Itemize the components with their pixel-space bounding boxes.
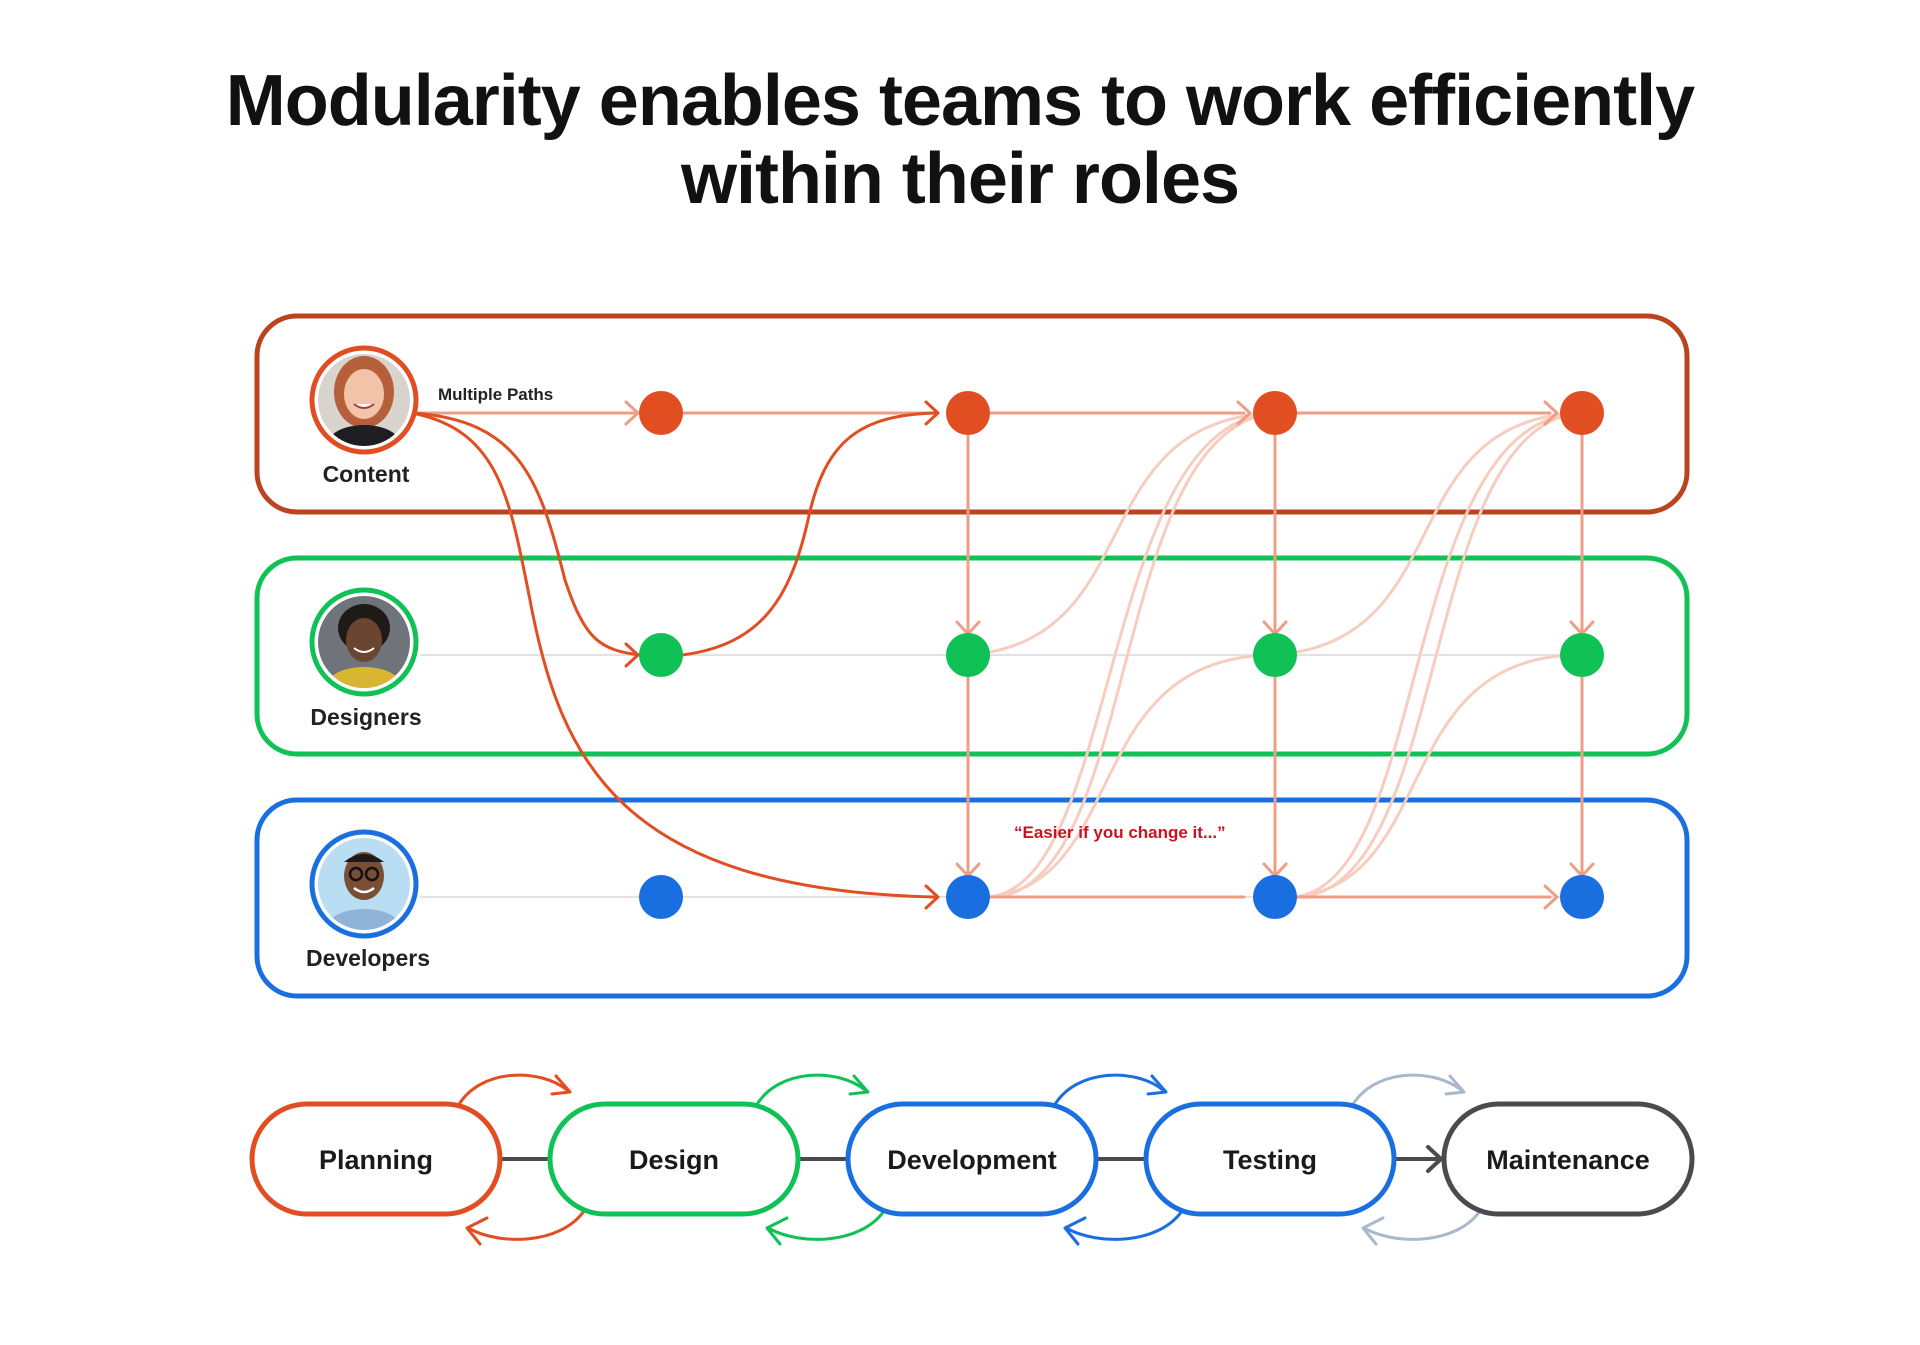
node-content [639,391,683,435]
strong-path [410,411,937,899]
node-content [1560,391,1604,435]
stage-label-design: Design [629,1145,719,1175]
lane-box-developers [254,797,1690,999]
connector-arrowhead [1426,1145,1443,1173]
strong-path [680,411,938,657]
loop-development-back-head [1063,1216,1087,1246]
strong-path [410,411,642,657]
title-line-1: Modularity enables teams to work efficie… [225,61,1695,141]
loop-planning-forward-head [550,1074,572,1096]
node-developers [1560,875,1604,919]
loop-development-back [1066,1209,1184,1241]
loop-testing-forward [1350,1073,1463,1108]
stage-maintenance: Maintenance [1441,1101,1695,1217]
loop-development-forward-head [1146,1074,1168,1096]
title-line-2: within their roles [680,139,1240,219]
arrowhead [924,400,940,426]
faint-paths [966,411,1577,899]
arrowhead [1543,400,1559,426]
node-designers [946,633,990,677]
arrowhead [1543,884,1559,910]
node-developers [946,875,990,919]
stage-label-testing: Testing [1223,1145,1317,1175]
faint-path [988,411,1272,899]
multiple-paths [410,411,938,899]
loop-design-forward [754,1073,867,1108]
page-title: Modularity enables teams to work efficie… [0,62,1920,218]
faint-path [1293,411,1577,899]
stage-label-development: Development [887,1145,1057,1175]
avatar-content [309,345,419,455]
developers-nodes [639,875,1604,919]
stage-development: Development [845,1101,1099,1217]
stage-connectors [500,1145,1443,1173]
loop-planning-back [468,1209,586,1241]
avatar-designers [309,587,419,697]
arrowhead [924,884,940,910]
loop-testing-back [1364,1209,1482,1241]
lane-label-developers: Developers [306,945,430,971]
loop-planning-back-head [465,1216,489,1246]
stage-label-planning: Planning [319,1145,433,1175]
faint-path [1303,411,1577,899]
quote-label: “Easier if you change it...” [1014,823,1226,842]
node-designers [639,633,683,677]
loop-planning-forward [456,1073,569,1108]
node-content [1253,391,1297,435]
arrowhead [1236,400,1252,426]
arrowhead [624,400,640,426]
lane-box-content [254,313,1690,515]
node-content [946,391,990,435]
designers-nodes [639,633,1604,677]
node-designers [1253,633,1297,677]
stage-label-maintenance: Maintenance [1486,1145,1650,1175]
stage-loops [456,1073,1482,1246]
lane-label-designers: Designers [310,704,421,730]
lane-box-designers [254,555,1690,757]
node-designers [1560,633,1604,677]
loop-design-forward-head [848,1074,870,1096]
stage-design: Design [547,1101,801,1217]
faint-path [966,411,1272,657]
node-developers [639,875,683,919]
faint-path [998,411,1272,899]
stage-planning: Planning [249,1101,503,1217]
loop-testing-back-head [1361,1216,1385,1246]
node-developers [1253,875,1297,919]
faint-path [988,653,1272,899]
lane-label-content: Content [323,461,410,487]
loop-design-back-head [765,1216,789,1246]
faint-path [1293,653,1577,899]
multiple-paths-arrowheads [624,400,940,910]
multiple-paths-label: Multiple Paths [438,385,553,404]
loop-design-back [768,1209,886,1241]
arrowhead [624,642,640,668]
avatar-developers [309,829,419,939]
content-nodes [639,391,1604,435]
loop-development-forward [1052,1073,1165,1108]
loop-testing-forward-head [1444,1074,1466,1096]
faint-path [1273,411,1577,657]
stage-testing: Testing [1143,1101,1397,1217]
light-paths [413,411,1584,899]
